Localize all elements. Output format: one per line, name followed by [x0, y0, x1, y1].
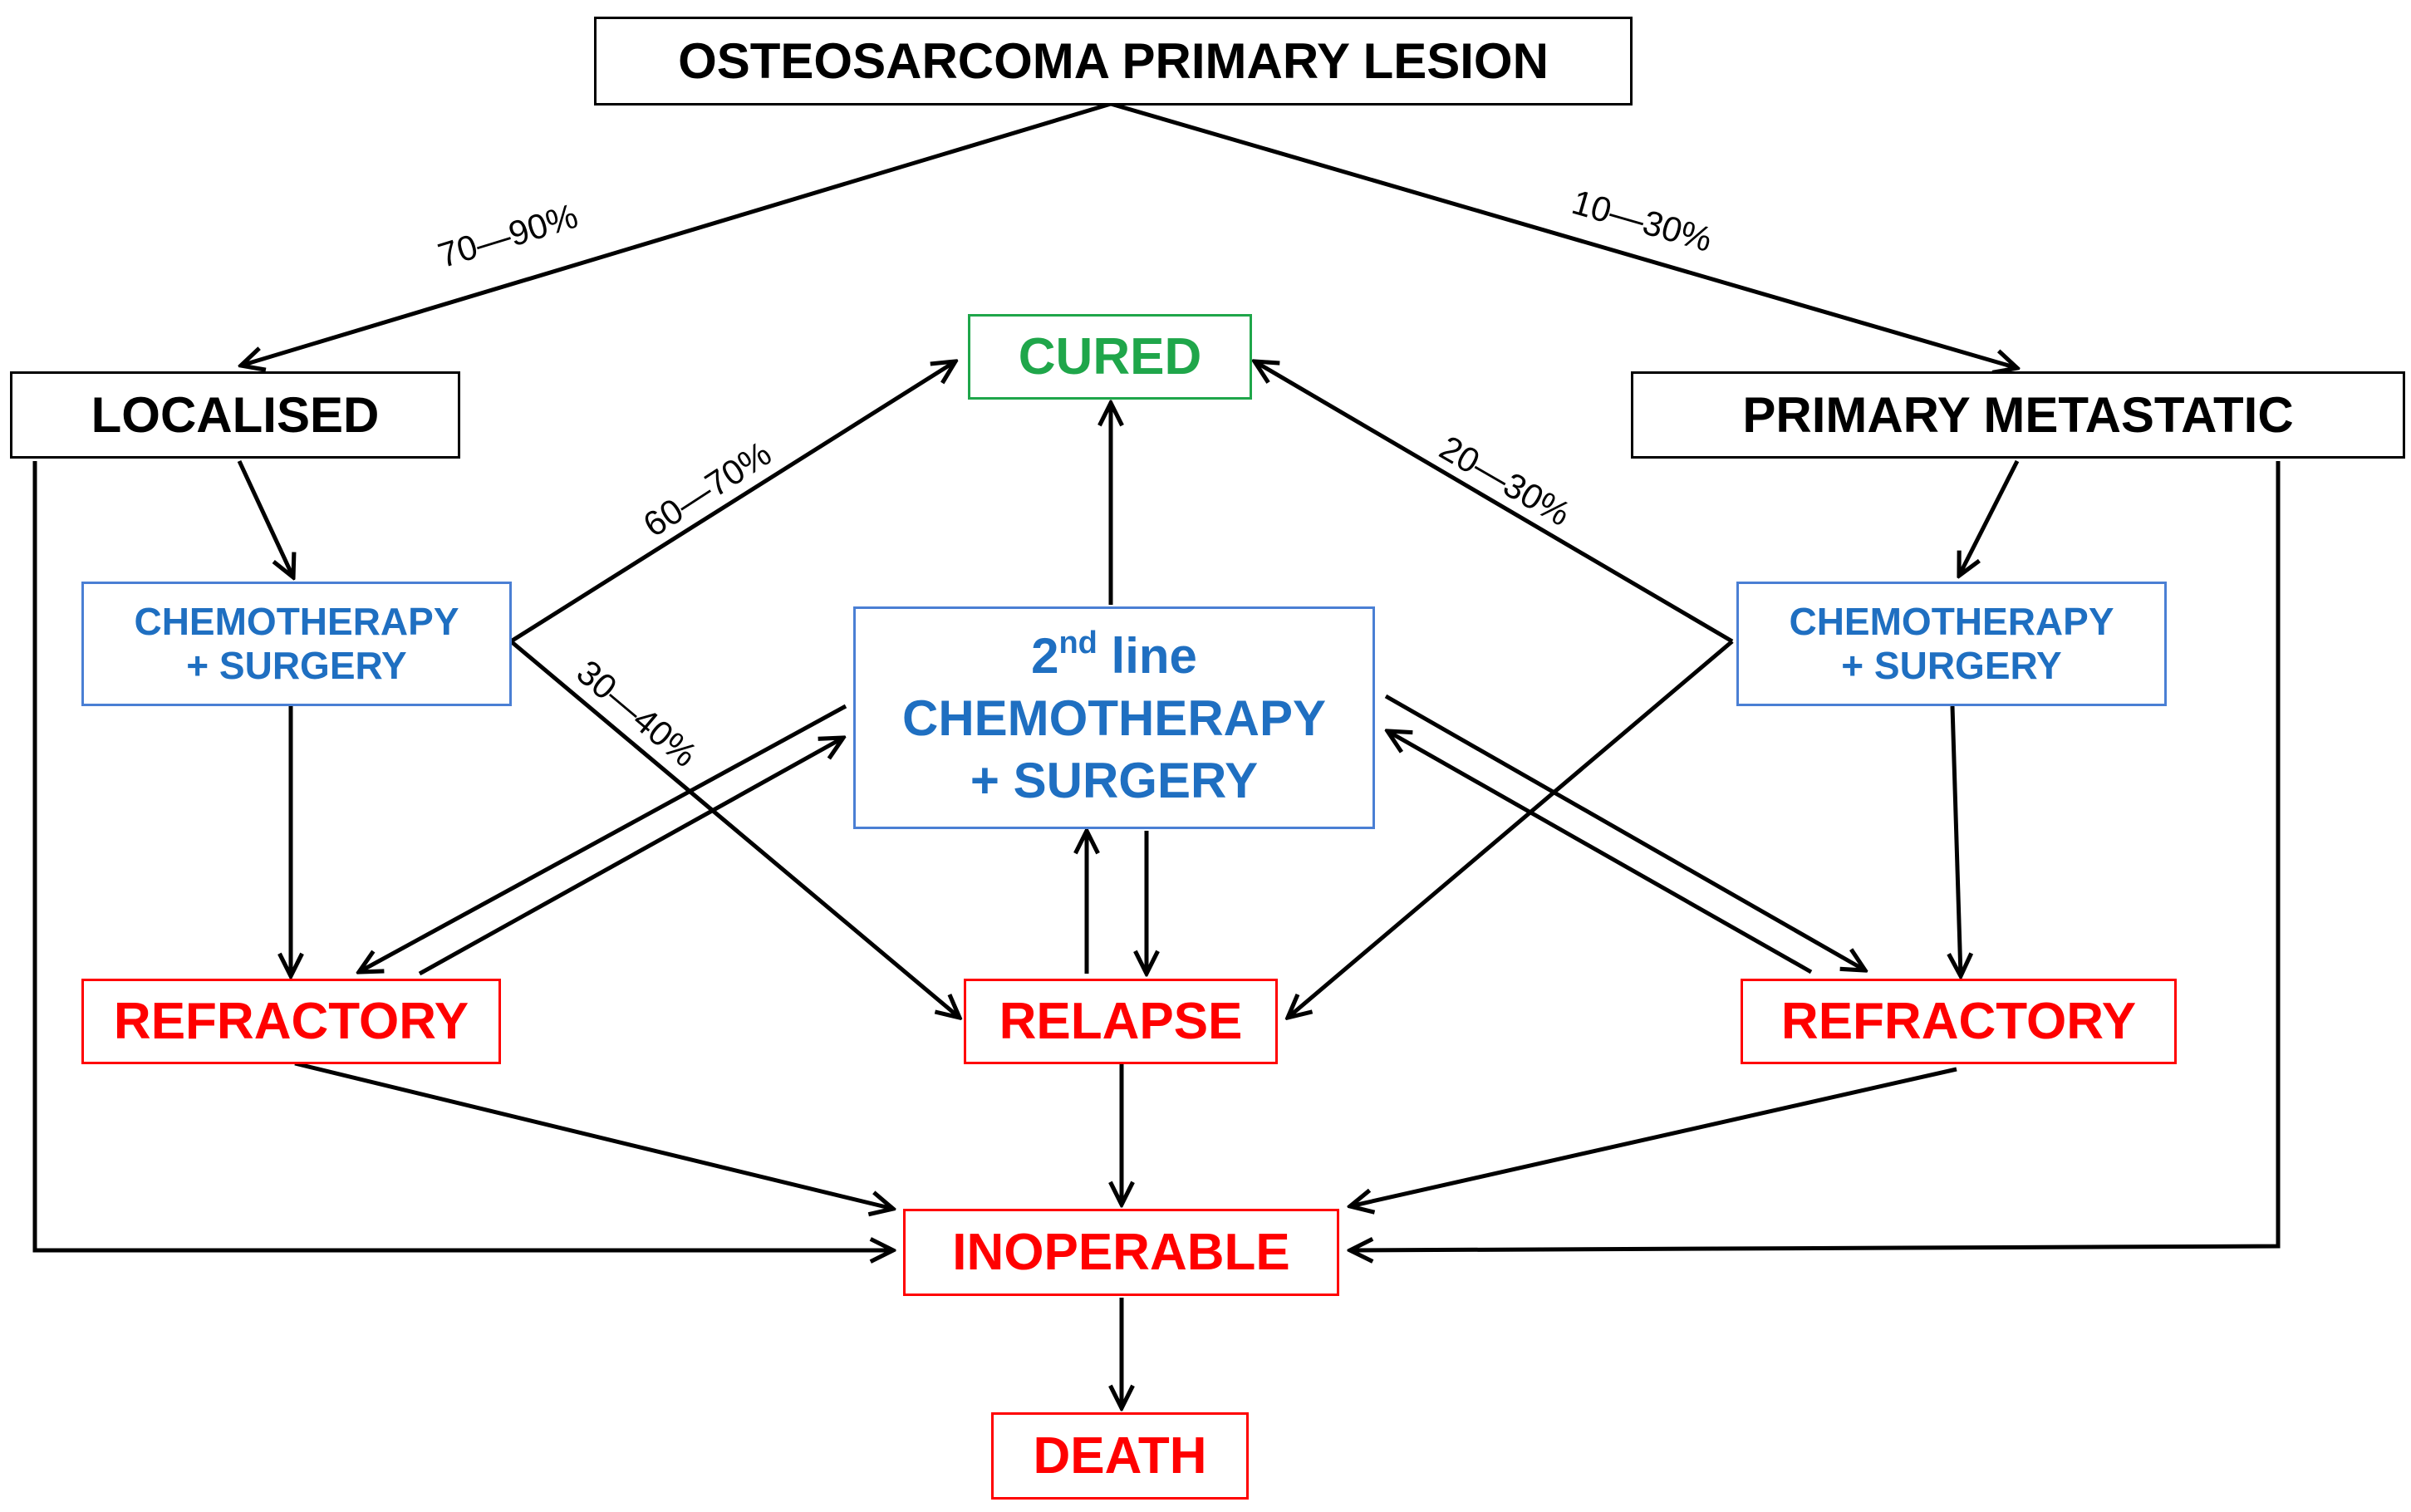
- node-label-line1: CHEMOTHERAPY: [134, 600, 459, 644]
- node-primary-metastatic: PRIMARY METASTATIC: [1631, 371, 2405, 459]
- node-label: OSTEOSARCOMA PRIMARY LESION: [678, 33, 1549, 89]
- node-second-line-chemotherapy-surgery: 2nd line CHEMOTHERAPY + SURGERY: [853, 606, 1375, 829]
- node-cured: CURED: [968, 314, 1252, 400]
- node-label: RELAPSE: [999, 992, 1243, 1050]
- arrow-second-line-to-refractory-left: [359, 704, 847, 972]
- node-label: PRIMARY METASTATIC: [1742, 387, 2294, 443]
- arrow-metastatic-to-inoperable: [1350, 461, 2281, 1250]
- arrow-refractory-left-to-second-line: [418, 738, 843, 976]
- node-inoperable: INOPERABLE: [903, 1209, 1339, 1296]
- arrow-refractory-right-to-inoperable: [1350, 1067, 1957, 1206]
- node-osteosarcoma-primary-lesion: OSTEOSARCOMA PRIMARY LESION: [594, 17, 1633, 106]
- arrow-chemo-right-to-cured: [1255, 361, 1734, 644]
- second-line-word: line: [1097, 628, 1197, 684]
- arrow-refractory-left-to-inoperable: [294, 1061, 893, 1209]
- arrow-chemo-left-to-cured: [509, 361, 955, 644]
- node-death: DEATH: [991, 1412, 1249, 1500]
- node-chemotherapy-surgery-right: CHEMOTHERAPY + SURGERY: [1736, 582, 2167, 706]
- node-label: LOCALISED: [91, 387, 380, 443]
- node-chemotherapy-surgery-left: CHEMOTHERAPY + SURGERY: [81, 582, 512, 706]
- node-label-line1: 2nd line: [1031, 624, 1197, 687]
- second-line-suffix: nd: [1058, 626, 1097, 660]
- node-relapse: RELAPSE: [964, 979, 1278, 1064]
- arrow-metastatic-to-chemo: [1959, 459, 2020, 576]
- arrow-second-line-to-refractory-right: [1384, 694, 1865, 970]
- second-line-number: 2: [1031, 628, 1059, 684]
- node-refractory-right: REFRACTORY: [1741, 979, 2177, 1064]
- node-label-line2: CHEMOTHERAPY: [901, 690, 1327, 746]
- arrow-primary-to-metastatic: [1110, 101, 2017, 368]
- node-label-line1: CHEMOTHERAPY: [1789, 600, 2114, 644]
- node-label: CURED: [1018, 327, 1202, 385]
- node-label: DEATH: [1033, 1426, 1207, 1485]
- node-label-line3: + SURGERY: [970, 753, 1259, 808]
- arrow-localised-to-inoperable: [32, 461, 893, 1250]
- arrow-chemo-right-to-relapse: [1288, 640, 1734, 1018]
- arrow-refractory-right-to-second-line: [1387, 731, 1813, 974]
- node-localised: LOCALISED: [10, 371, 460, 459]
- node-label: INOPERABLE: [952, 1223, 1290, 1281]
- arrow-chemo-right-to-refractory: [1952, 705, 1961, 976]
- node-refractory-left: REFRACTORY: [81, 979, 501, 1064]
- arrow-primary-to-localised: [241, 101, 1112, 366]
- node-label-line2: + SURGERY: [186, 644, 407, 687]
- arrow-localised-to-chemo: [237, 459, 293, 577]
- node-label: REFRACTORY: [1780, 992, 2137, 1050]
- arrow-chemo-left-to-relapse: [509, 640, 960, 1018]
- node-label: REFRACTORY: [113, 992, 469, 1050]
- node-label-line2: + SURGERY: [1841, 644, 2062, 687]
